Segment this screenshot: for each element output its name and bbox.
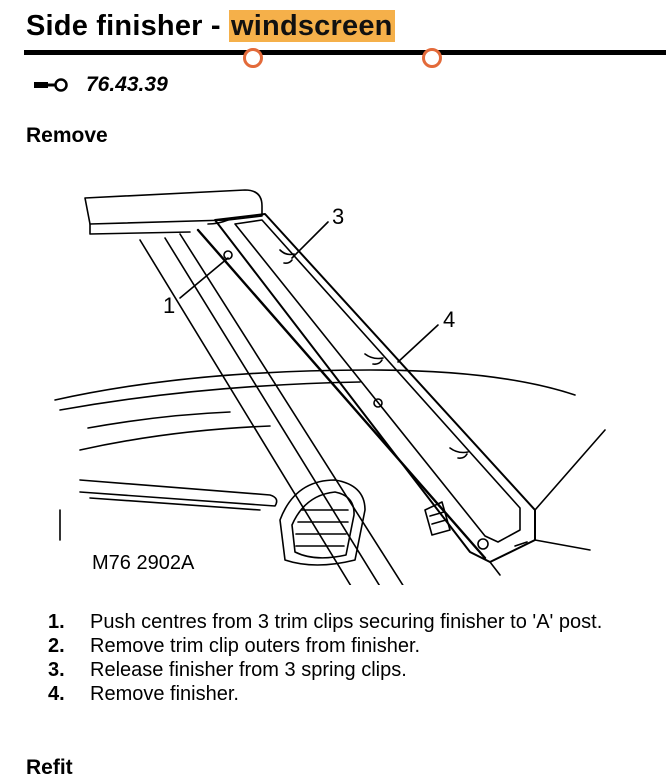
step-number: 4. — [48, 683, 65, 705]
step-text: Remove finisher. — [90, 683, 239, 705]
step-text: Remove trim clip outers from finisher. — [90, 635, 421, 657]
step-item: 1. Push centres from 3 trim clips securin… — [48, 610, 663, 634]
selection-start-handle[interactable] — [243, 48, 263, 68]
step-list: 1. Push centres from 3 trim clips securin… — [48, 610, 663, 706]
step-text: Release finisher from 3 spring clips. — [90, 659, 407, 681]
title-rule — [24, 50, 666, 55]
title-highlight[interactable]: windscreen — [229, 10, 395, 42]
page-title: Side finisher - windscreen — [26, 10, 395, 43]
step-item: 4. Remove finisher. — [48, 682, 663, 706]
step-text: Push centres from 3 trim clips securing … — [90, 611, 603, 633]
step-number: 2. — [48, 635, 65, 657]
section-heading-remove: Remove — [26, 124, 108, 147]
title-prefix: Side finisher - — [26, 10, 230, 42]
callout-3: 3 — [332, 204, 344, 229]
step-number: 1. — [48, 611, 65, 633]
callout-1: 1 — [163, 293, 175, 318]
step-item: 2. Remove trim clip outers from finisher. — [48, 634, 663, 658]
callout-4: 4 — [443, 307, 455, 332]
title-bar: Side finisher - windscreen — [0, 0, 666, 80]
section-heading-refit: Refit — [26, 756, 73, 779]
selection-end-handle[interactable] — [422, 48, 442, 68]
figure-code: M76 2902A — [90, 552, 197, 575]
wrench-icon — [34, 78, 68, 92]
figure-illustration: 1 3 4 — [54, 189, 606, 585]
operation-code: 76.43.39 — [86, 73, 168, 96]
step-number: 3. — [48, 659, 65, 681]
operation-line: 76.43.39 — [34, 72, 168, 98]
step-item: 3. Release finisher from 3 spring clips. — [48, 658, 663, 682]
